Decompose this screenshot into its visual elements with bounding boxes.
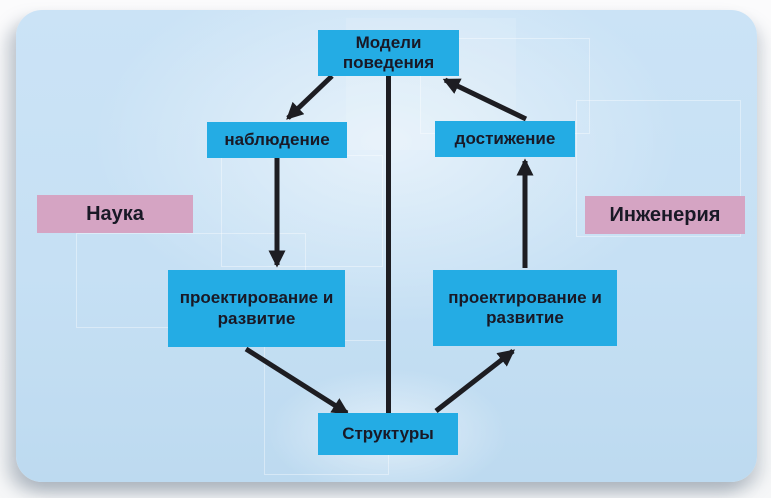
node-behavior-models: Модели поведения bbox=[318, 30, 459, 76]
diagram-canvas: Модели поведения наблюдение достижение Н… bbox=[16, 10, 757, 482]
node-structures: Структуры bbox=[318, 413, 458, 455]
edge-models-to-observation bbox=[286, 74, 334, 120]
node-achievement: достижение bbox=[435, 121, 575, 157]
node-observation: наблюдение bbox=[207, 122, 347, 158]
edge-design-left-to-structures bbox=[244, 346, 350, 416]
node-design-development-left: проектирование и развитие bbox=[168, 270, 345, 347]
edge-structures-to-design-right bbox=[434, 349, 516, 413]
side-label-science: Наука bbox=[37, 195, 193, 233]
edges-layer bbox=[244, 74, 534, 416]
node-design-development-right: проектирование и развитие bbox=[433, 270, 617, 346]
side-label-engineering: Инженерия bbox=[585, 196, 745, 234]
edge-achievement-to-models bbox=[442, 77, 528, 122]
